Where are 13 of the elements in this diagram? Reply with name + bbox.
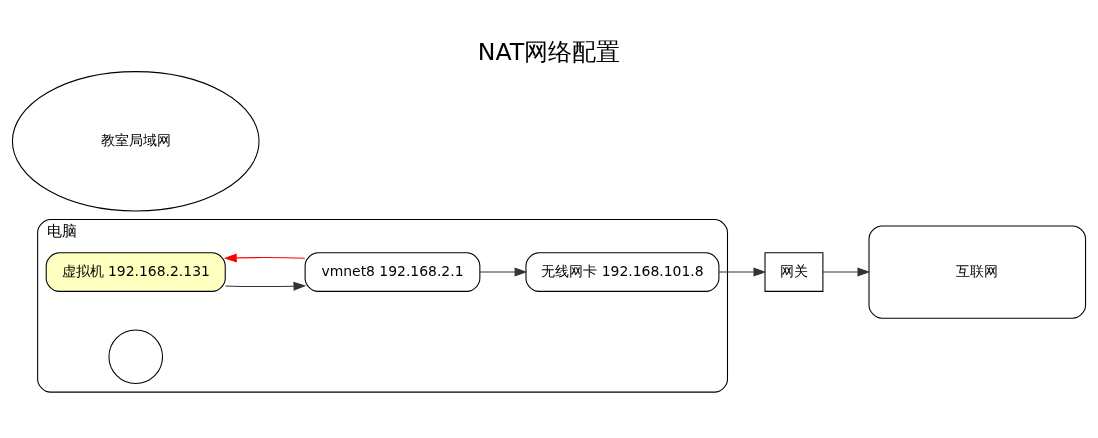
arrow [224,281,307,291]
arrow [479,267,528,277]
node-ellipse: 教室局域网 [11,71,260,212]
diagram-title: NAT网络配置 [477,38,621,67]
arrow [718,267,767,277]
node-box: 互联网 [868,225,1087,319]
node-circle [108,329,164,385]
arrow [223,253,306,263]
arrow [822,267,871,277]
node-box: 虚拟机 192.168.2.131 [45,252,226,292]
node-box: vmnet8 192.168.2.1 [304,252,481,292]
node-box: 无线网卡 192.168.101.8 [525,252,720,292]
node-box: 网关 [764,252,824,292]
